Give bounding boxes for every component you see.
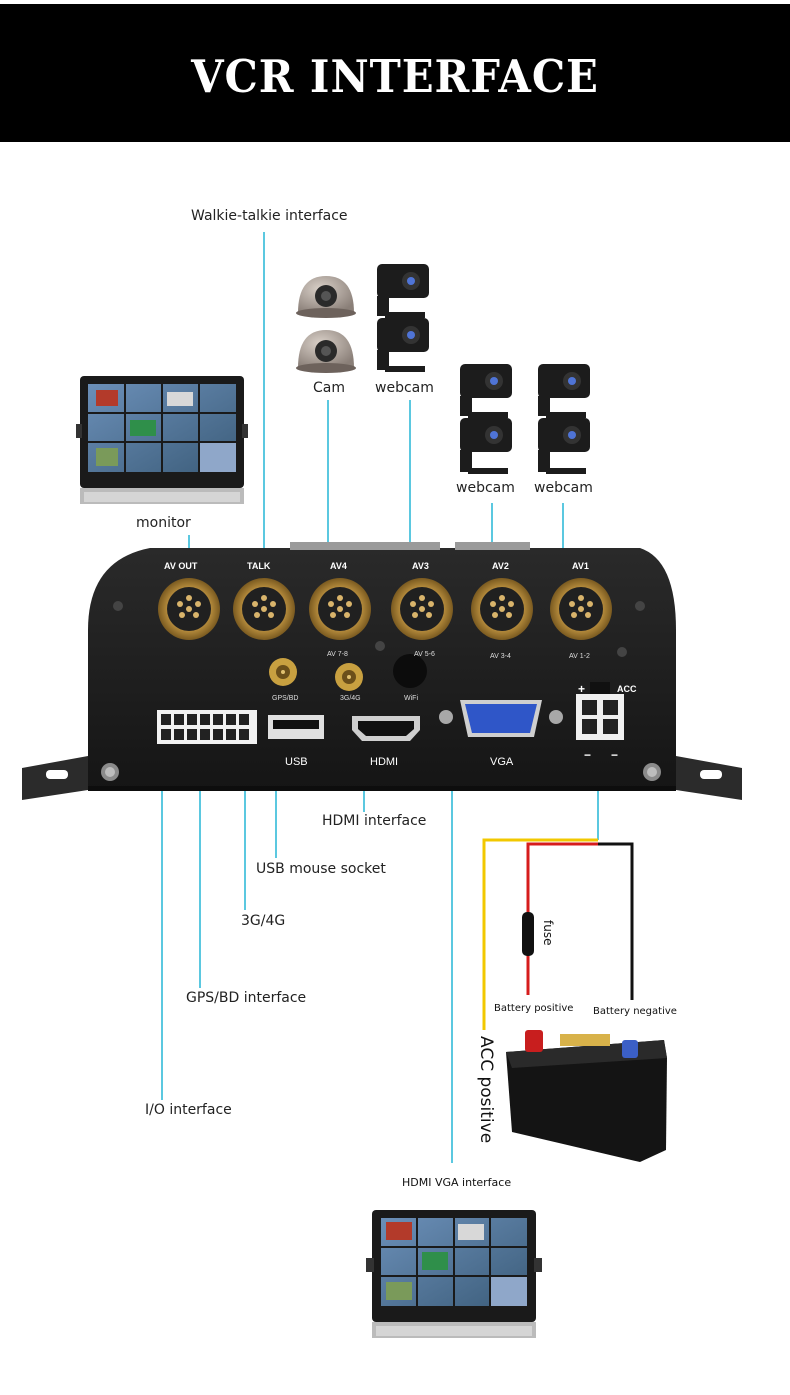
port-av-out xyxy=(158,578,220,640)
page-title: VCR INTERFACE xyxy=(191,50,599,103)
port-hdmi xyxy=(352,716,420,741)
wifi-antenna xyxy=(393,654,427,688)
header-banner: VCR INTERFACE xyxy=(0,4,790,142)
hdmi-vga-interface-label: HDMI VGA interface xyxy=(402,1176,512,1189)
acc-wire xyxy=(482,838,598,1030)
port-label-minus-right: − xyxy=(611,748,619,762)
port-label-av2: AV2 xyxy=(492,561,509,571)
port-label-av12: AV 1-2 xyxy=(569,653,590,660)
port-av4 xyxy=(309,578,371,640)
cam-label: Cam xyxy=(313,380,345,396)
box-camera-icon xyxy=(377,264,429,318)
port-io xyxy=(157,710,257,744)
port-label-minus-left: − xyxy=(584,748,592,762)
monitor-icon xyxy=(366,1210,542,1338)
port-label-av56: AV 5-6 xyxy=(414,651,435,658)
box-camera-icon xyxy=(377,318,429,372)
port-label-acc: ACC xyxy=(617,684,637,694)
port-label-plus: + xyxy=(578,682,586,696)
box-camera-icon xyxy=(538,364,590,418)
port-av2 xyxy=(471,578,533,640)
port-3g4g-antenna xyxy=(335,663,363,691)
port-label-av1: AV1 xyxy=(572,561,589,571)
box-camera-icon xyxy=(538,418,590,474)
port-power xyxy=(576,682,624,740)
port-av3 xyxy=(391,578,453,640)
port-label-av-out: AV OUT xyxy=(164,561,198,571)
dome-camera-icon xyxy=(296,276,356,318)
g34-label: 3G/4G xyxy=(241,913,286,929)
port-label-av34: AV 3-4 xyxy=(490,653,511,660)
battery-negative-label: Battery negative xyxy=(593,1006,677,1017)
port-label-talk: TALK xyxy=(247,561,271,571)
port-label-wifi: WiFi xyxy=(404,695,418,702)
fuse-icon xyxy=(522,912,534,956)
battery-positive-label: Battery positive xyxy=(494,1003,574,1014)
webcam-label-right: webcam xyxy=(534,480,593,496)
acc-positive-label: ACC positive xyxy=(476,1036,496,1144)
monitor-label: monitor xyxy=(136,515,191,531)
box-camera-icon xyxy=(460,364,512,418)
port-label-hdmi: HDMI xyxy=(370,756,399,768)
port-gps-antenna xyxy=(269,658,297,686)
webcam-label-left: webcam xyxy=(456,480,515,496)
port-label-3g4g: 3G/4G xyxy=(340,695,361,702)
positive-wire xyxy=(526,842,598,995)
box-camera-icon xyxy=(460,418,512,474)
port-talk xyxy=(233,578,295,640)
port-label-vga: VGA xyxy=(490,756,514,768)
battery-icon xyxy=(506,1030,667,1162)
negative-wire xyxy=(598,842,634,1000)
port-label-av78: AV 7-8 xyxy=(327,651,348,658)
io-interface-label: I/O interface xyxy=(145,1102,232,1118)
gps-bd-interface-label: GPS/BD interface xyxy=(186,990,307,1006)
aviation-connectors xyxy=(158,578,612,640)
port-label-av4: AV4 xyxy=(330,561,347,571)
dome-camera-icon xyxy=(296,330,356,373)
port-label-usb: USB xyxy=(285,756,308,768)
monitor-icon xyxy=(76,376,248,504)
port-label-gps: GPS/BD xyxy=(272,695,299,702)
port-label-av3: AV3 xyxy=(412,561,429,571)
port-av1 xyxy=(550,578,612,640)
port-usb xyxy=(268,715,324,739)
webcam-label-top: webcam xyxy=(375,380,434,396)
port-vga xyxy=(439,700,563,737)
usb-mouse-socket-label: USB mouse socket xyxy=(256,861,386,877)
fuse-label: fuse xyxy=(541,920,555,946)
walkie-talkie-label: Walkie-talkie interface xyxy=(191,208,348,224)
hdmi-interface-label: HDMI interface xyxy=(322,813,427,829)
